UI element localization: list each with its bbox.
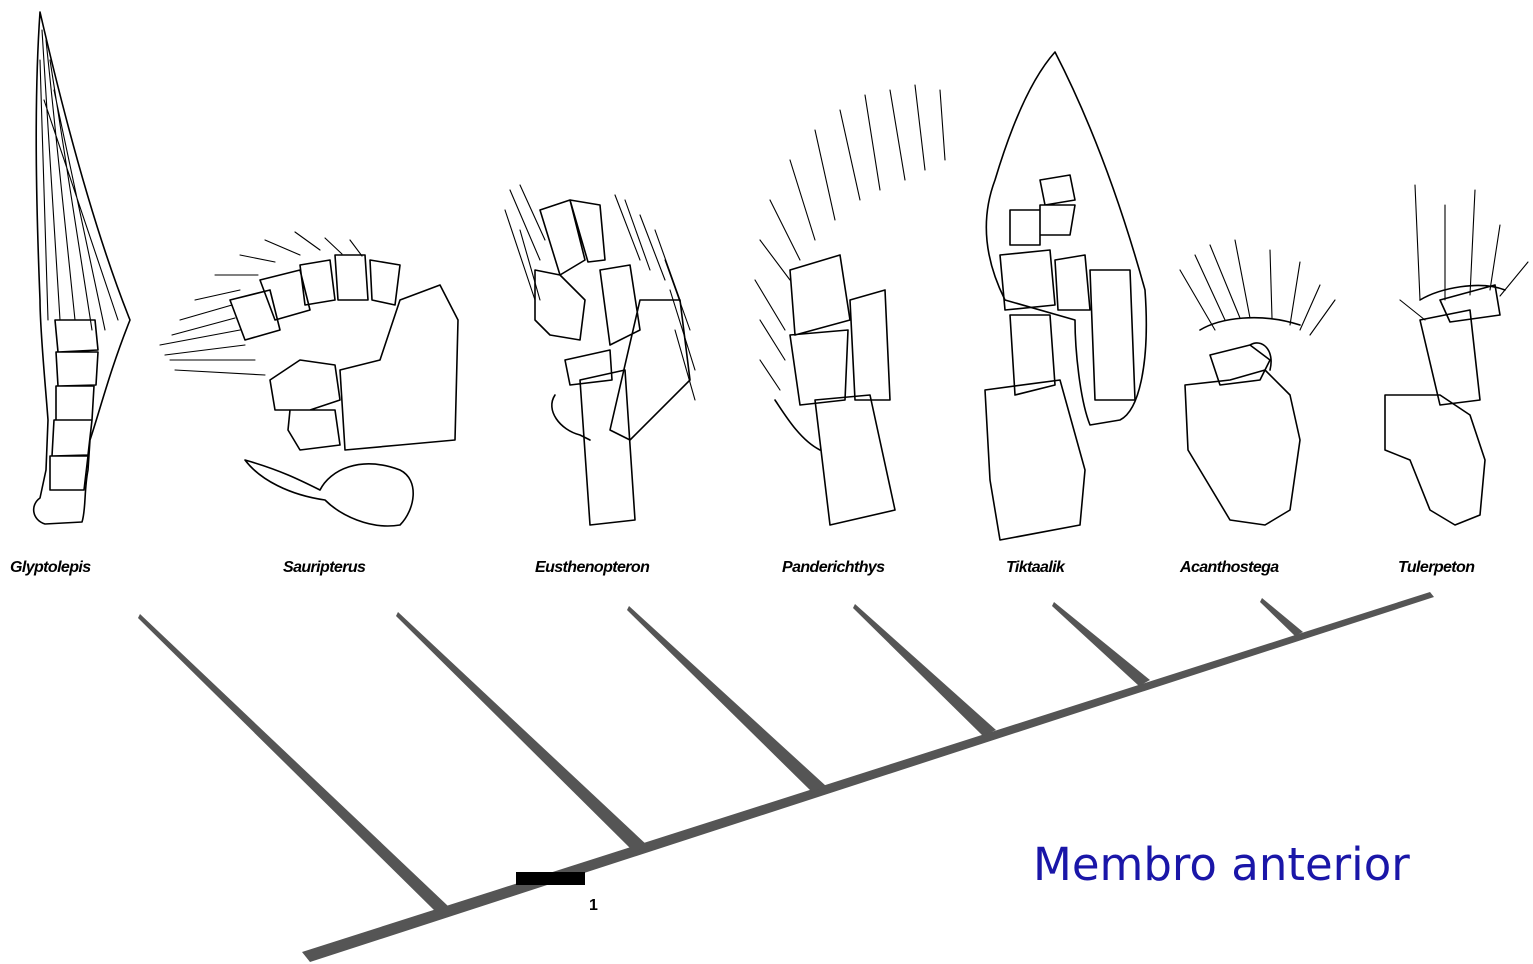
taxon-label-panderichthys: Panderichthys xyxy=(782,559,885,576)
taxon-label-tiktaalik: Tiktaalik xyxy=(1006,559,1066,576)
branch-glyptolepis xyxy=(138,614,448,912)
caption: Membro anterior xyxy=(1033,838,1410,891)
scale-bar xyxy=(516,872,585,885)
taxon-label-tulerpeton: Tulerpeton xyxy=(1398,559,1475,576)
taxon-label-eusthenopteron: Eusthenopteron xyxy=(535,559,650,576)
fin-drawing-sauripterus xyxy=(160,232,458,526)
fin-drawing-glyptolepis xyxy=(34,12,130,524)
fin-drawing-eusthenopteron xyxy=(505,185,695,525)
fin-drawing-tulerpeton xyxy=(1385,185,1528,525)
scale-bar-label: 1 xyxy=(589,897,598,914)
taxon-label-acanthostega: Acanthostega xyxy=(1179,559,1279,576)
taxon-label-glyptolepis: Glyptolepis xyxy=(10,559,91,576)
taxon-label-sauripterus: Sauripterus xyxy=(283,559,366,576)
branch-acanthostega xyxy=(1260,598,1303,636)
fin-drawing-tiktaalik xyxy=(985,52,1146,540)
branch-eusthenopteron xyxy=(627,606,826,792)
fin-drawing-acanthostega xyxy=(1180,240,1335,525)
cladogram-tree xyxy=(138,592,1434,962)
branch-panderichthys xyxy=(853,604,996,736)
tree-trunk xyxy=(302,592,1434,962)
fin-drawing-panderichthys xyxy=(755,85,945,525)
branch-tiktaalik xyxy=(1052,602,1150,686)
branch-sauripterus xyxy=(396,612,648,852)
